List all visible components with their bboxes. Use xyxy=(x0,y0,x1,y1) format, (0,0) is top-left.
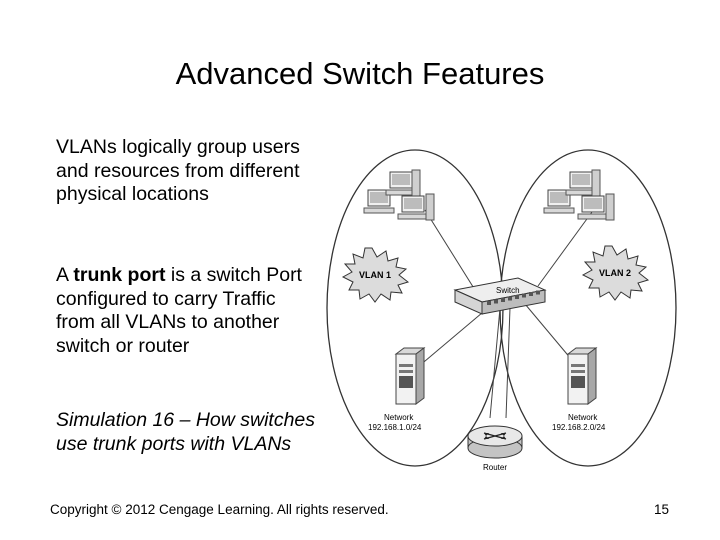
vlan2-computers-icon xyxy=(543,169,615,221)
trunk-port-term: trunk port xyxy=(73,264,166,286)
switch-icon: Switch xyxy=(453,277,547,315)
network1-label: Network xyxy=(384,413,414,422)
vlan1-label: VLAN 1 xyxy=(359,270,391,280)
bullet-trunk-port-rest: is a switch Port configured to carry Tra… xyxy=(56,264,302,357)
bullet-trunk-port-prefix: A xyxy=(56,264,74,286)
network1-address: 192.168.1.0/24 xyxy=(368,423,422,432)
page-number: 15 xyxy=(654,502,670,517)
vlan1-computers-icon xyxy=(363,169,435,221)
network2-address: 192.168.2.0/24 xyxy=(552,423,606,432)
bullet-trunk-port: A trunk port is a switch Port configured… xyxy=(56,264,316,358)
link-lines xyxy=(411,209,593,419)
router-label: Router xyxy=(483,463,507,472)
switch-label: Switch xyxy=(496,286,520,295)
bullet-vlans: VLANs logically group users and resource… xyxy=(56,136,300,205)
router-icon: Router xyxy=(467,425,523,472)
vlan2-badge: VLAN 2 xyxy=(581,245,650,301)
server-vlan1-icon xyxy=(394,347,426,405)
copyright-footer: Copyright © 2012 Cengage Learning. All r… xyxy=(50,502,389,517)
slide-title: Advanced Switch Features xyxy=(175,56,545,91)
bullet-simulation: Simulation 16 – How switches use trunk p… xyxy=(56,409,316,455)
network2-label: Network xyxy=(568,413,598,422)
vlan2-label: VLAN 2 xyxy=(599,268,631,278)
server-vlan2-icon xyxy=(566,347,598,405)
vlan1-badge: VLAN 1 xyxy=(341,247,410,303)
vlan-trunk-diagram: VLAN 1 VLAN 2 Switch xyxy=(326,149,677,472)
